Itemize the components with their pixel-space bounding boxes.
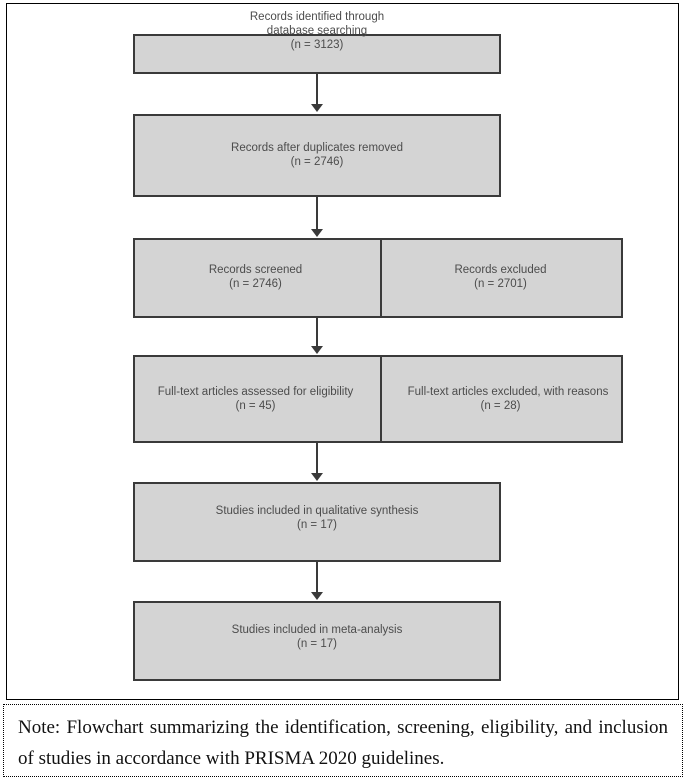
connector-arrow-3 [310,318,324,356]
node-records-screened-divider [380,240,382,316]
node-duplicates-removed-count: (n = 2746) [290,156,344,168]
figure-frame: Records identified through database sear… [6,3,679,700]
node-qualitative-synthesis-count: (n = 17) [297,519,337,531]
node-duplicates-removed [133,114,501,197]
connector-arrow-2 [310,197,324,239]
node-fulltext-assessed-divider [380,357,382,441]
node-records-identified-line-1: Records identified through [249,11,385,23]
figure-caption-box: Note: Flowchart summarizing the identifi… [3,704,683,777]
node-duplicates-removed-label: Records after duplicates removed [231,142,403,154]
node-fulltext-assessed [133,355,623,443]
node-qualitative-synthesis [133,482,501,562]
connector-arrow-4 [310,443,324,483]
node-fulltext-assessed-count: (n = 45) [235,400,276,412]
node-records-screened-count: (n = 2746) [229,278,282,290]
node-fulltext-excluded-label: Full-text articles excluded, with reason… [407,386,609,398]
node-qualitative-synthesis-label: Studies included in qualitative synthesi… [215,505,419,517]
node-records-identified-count: (n = 3123) [290,39,344,51]
connector-arrow-5 [310,562,324,602]
node-records-screened-label: Records screened [208,264,303,276]
node-meta-analysis-label: Studies included in meta-analysis [231,624,403,636]
node-records-screened [133,238,623,318]
node-records-excluded-label: Records excluded [454,264,547,276]
node-records-excluded-count: (n = 2701) [474,278,527,290]
node-records-identified-line-2: database searching [266,25,368,37]
node-meta-analysis [133,601,501,681]
node-records-identified [133,34,501,74]
connector-arrow-1 [310,74,324,114]
node-fulltext-assessed-label: Full-text articles assessed for eligibil… [157,386,354,398]
node-fulltext-excluded-count: (n = 28) [480,400,521,412]
node-meta-analysis-count: (n = 17) [297,638,337,650]
prisma-flow-diagram: Records identified through database sear… [7,4,680,701]
figure-caption-text: Note: Flowchart summarizing the identifi… [18,717,668,769]
